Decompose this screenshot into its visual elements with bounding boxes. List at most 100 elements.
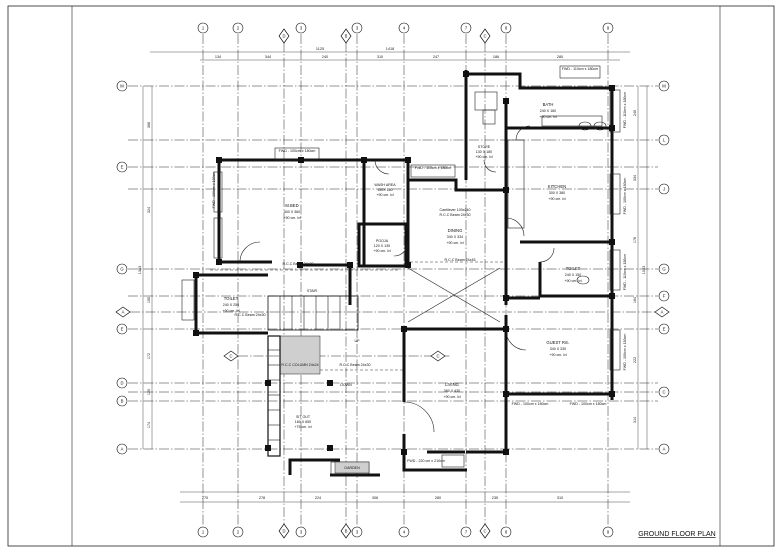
room-name: LIVING xyxy=(445,382,459,387)
grid-line-v: 2 2 xyxy=(232,22,244,538)
grid-bubble-label: B xyxy=(121,399,124,404)
grid-line-h: G G xyxy=(116,263,670,275)
dim-bottom: 270 xyxy=(202,496,208,500)
grid-line-v: D D xyxy=(278,28,290,539)
room-labels: M.BED 400 X 360 +90 cm. lvl WASH AREA 15… xyxy=(222,102,581,470)
grid-bubble-label: 2 xyxy=(237,26,240,31)
grid-line-h: C xyxy=(128,386,670,398)
room-size: 240 X 150 xyxy=(565,273,581,277)
room-level: +75 cm. lvl xyxy=(294,425,311,429)
dimension-texts: 1418 1125 134 344 240 310 247 186 280 27… xyxy=(138,47,646,500)
grid-bubble-label: F xyxy=(663,294,666,299)
grid-bubble-label: G xyxy=(662,267,665,272)
grid-bubble-label: C xyxy=(662,390,665,395)
grid-bubble-label: B xyxy=(345,34,348,39)
annotation-up: UP xyxy=(355,339,361,343)
room-size: 360 X 430 xyxy=(444,389,460,393)
room-level: +90 cm. lvl xyxy=(283,216,300,220)
grid-line-h: B xyxy=(116,395,658,407)
dim-left: 172 xyxy=(147,353,151,359)
dim-top: 240 xyxy=(322,55,328,59)
grid-bubble-label: C xyxy=(229,354,232,359)
room-bath: BATH 240 X 160 +90 cm. lvl xyxy=(539,102,556,119)
annotation-beam: R.C.C Beam 24x30 xyxy=(440,213,471,217)
dim-top-main: 1125 xyxy=(316,47,324,51)
annotation-window: FWD - 110cm x 180cm xyxy=(623,254,627,290)
grid-bubble-label: 3 xyxy=(356,530,359,535)
grid-line-h: M M xyxy=(116,80,670,92)
room-store: STORE 130 X 180 +90 cm. lvl xyxy=(475,145,492,159)
annotation-window: FWD - 110cm x 180cm xyxy=(562,67,598,71)
room-size: 400 X 360 xyxy=(284,210,300,214)
dim-right: 314 xyxy=(633,417,637,423)
grid-bubble-label: E xyxy=(121,165,124,170)
grid-bubble-label: 4 xyxy=(403,26,406,31)
room-master-bed: M.BED 400 X 360 +90 cm. lvl xyxy=(283,203,300,220)
grid-bubble-label: 3 xyxy=(300,530,303,535)
room-name: TOILET xyxy=(224,296,239,301)
room-size: 240 X 160 xyxy=(540,109,556,113)
grid-bubble-label: 7 xyxy=(465,530,468,535)
annotation-window: FWD - 100cm x 180cm xyxy=(623,178,627,215)
grid-line-v: 1 1 xyxy=(197,22,209,538)
grid-bubble-label: A xyxy=(122,310,125,315)
vertical-grid: 1 1 2 2 D D 3 3 B xyxy=(197,22,614,539)
annotations: Cantilever 100x240 R.C.C Beam 24x30 R.C.… xyxy=(212,67,627,463)
room-pooja: POOJA 120 X 130 +90 cm. lvl xyxy=(373,239,390,253)
annotation-beam: R.C.C Beam 24x30 xyxy=(340,363,371,367)
room-level: +90 cm. lvl xyxy=(549,353,566,357)
annotation-column: R.C.C COLUMN 24x24 xyxy=(281,363,318,367)
grid-bubble-label: B xyxy=(345,529,348,534)
grid-bubble-label: L xyxy=(663,138,666,143)
annotation-window: FWD - 100cm x 180cm xyxy=(570,402,607,406)
grid-line-v: 9 9 xyxy=(602,22,614,538)
grid-bubble-label: E xyxy=(121,327,124,332)
dim-overall-width: 1418 xyxy=(386,47,394,51)
dim-bottom: 306 xyxy=(372,496,378,500)
room-size: 240 X 250 xyxy=(223,303,239,307)
dim-left-overall: 1383 xyxy=(138,266,142,274)
grid-bubble-label: D xyxy=(282,529,285,534)
sheet-border xyxy=(7,5,775,547)
dim-top: 134 xyxy=(215,55,221,59)
room-name: WASH AREA xyxy=(374,183,396,187)
grid-bubble-label: D xyxy=(282,34,285,39)
grid-bubble-label: 4 xyxy=(403,530,406,535)
grid-line-h: A A xyxy=(115,306,670,318)
dim-top: 280 xyxy=(557,55,563,59)
room-guest: GUEST Rm. 340 X 330 +90 cm. lvl xyxy=(546,340,569,357)
grid-line-v: 3 3 xyxy=(351,22,363,538)
dim-right: 334 xyxy=(633,175,637,181)
room-name: BATH xyxy=(543,102,554,107)
grid-line-h: E xyxy=(116,161,658,173)
room-name: KITCHEN xyxy=(548,184,566,189)
room-name: M.BED xyxy=(285,203,298,208)
annotation-window: FWD - 100cm x 180cm xyxy=(623,334,627,371)
annotation-stair: STAIR xyxy=(307,289,318,293)
dim-right-overall: 1043 xyxy=(642,266,646,274)
horizontal-grid: M M L E J G G F A A E E C C D C B A xyxy=(115,80,670,455)
grid-line-h: C C xyxy=(223,350,450,362)
room-size: 340 X 334 xyxy=(447,235,463,239)
grid-bubble-label: M xyxy=(120,84,124,89)
room-name: GUEST Rm. xyxy=(546,340,569,345)
grid-line-v: 3 3 xyxy=(295,22,307,538)
room-toilet-right: TOILET 240 X 150 +90 cm. lvl xyxy=(564,266,581,283)
grid-bubble-label: A xyxy=(663,447,666,452)
room-level: +90 cm. lvl xyxy=(548,197,565,201)
grid-bubble-label: C xyxy=(483,34,486,39)
annotation-window: FWD - 100cm x 180cm xyxy=(279,149,316,153)
room-level: +90 cm. lvl xyxy=(222,309,239,313)
grid-bubble-label: 1 xyxy=(202,530,205,535)
grid-line-h: J xyxy=(128,183,670,195)
dim-top: 186 xyxy=(493,55,499,59)
room-name: GARDEN xyxy=(344,466,360,470)
grid-bubble-label: C xyxy=(436,354,439,359)
annotation-cantilever: Cantilever 100x240 xyxy=(440,208,471,212)
room-size: 120 X 130 xyxy=(374,244,390,248)
dim-bottom: 235 xyxy=(492,496,498,500)
room-size: 130 X 180 xyxy=(476,150,492,154)
columns xyxy=(193,71,615,455)
room-wash-area: WASH AREA 150X 180 +90 cm. lvl xyxy=(374,183,396,197)
